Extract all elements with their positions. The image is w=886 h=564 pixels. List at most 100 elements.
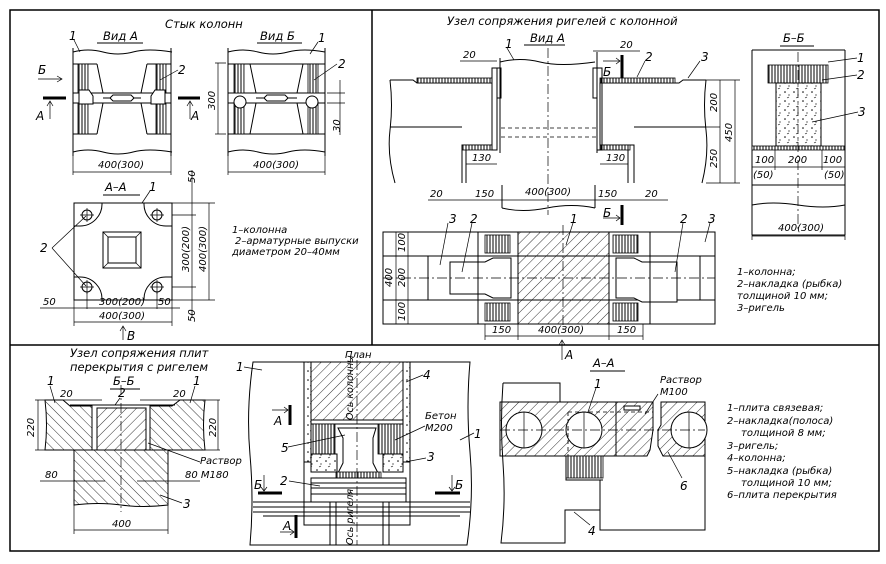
dim-200: 200 (709, 93, 720, 112)
view-a-label: Вид А (103, 29, 138, 43)
legend-item: 1–колонна (232, 225, 287, 236)
section-a-label-bottom: А (282, 519, 291, 533)
legend-item: 5–накладка (рыбка) (727, 465, 832, 477)
dim-200-bb: 200 (788, 155, 807, 166)
slab-joint-title-line1: Узел сопряжения плит (70, 346, 209, 360)
mark-3-left: 3 (449, 212, 457, 226)
dim-20-bottom-left: 20 (430, 189, 443, 200)
section-aa-label: А–А (104, 180, 127, 194)
mortar-grade-aa: М100 (660, 387, 688, 398)
section-bb-label: Б–Б (113, 374, 135, 388)
mark-3-plan: 3 (427, 450, 435, 464)
dim-20-top-right: 20 (620, 40, 633, 51)
mortar-label-aa: Раствор (660, 375, 702, 386)
view-b-label: Вид Б (260, 29, 295, 43)
column-view-b: 1 2 300 30 400(300) (207, 31, 346, 175)
mark-1-left: 1 (47, 374, 55, 388)
legend-item: 2–арматурные выпуски (235, 236, 359, 247)
mark-1-section: 1 (149, 180, 157, 194)
column-joint-title: Стык колонн (165, 17, 243, 31)
view-v-label: В (127, 329, 135, 343)
mark-1-view-b: 1 (318, 31, 326, 45)
dim-width-view-a: 400(300) (98, 160, 144, 171)
column-section-aa: А–А 1 2 50 300(200) 400(300) 50 50 300( (40, 170, 215, 343)
dim-400-300-horizontal: 400(300) (99, 311, 145, 322)
dim-150-right: 150 (598, 189, 617, 200)
dim-300-200-horizontal: 300(200) (99, 297, 145, 308)
beam-joint-panel: Узел сопряжения ригелей с колонной Вид А… (382, 14, 866, 362)
mark-2-right: 2 (680, 212, 688, 226)
dim-150-plan-right: 150 (617, 325, 636, 336)
beam-joint-title: Узел сопряжения ригелей с колонной (447, 14, 678, 28)
arrow-b-label: Б (38, 63, 46, 77)
mark-1-right: 1 (193, 374, 201, 388)
legend-item: 3–ригель (737, 303, 785, 314)
concrete-grade: М200 (425, 423, 453, 434)
section-a-label-top: А (273, 414, 282, 428)
mark-6: 6 (680, 479, 688, 493)
mark-3-right: 3 (708, 212, 716, 226)
dim-220-left: 220 (26, 418, 37, 437)
legend-item: 6–плита перекрытия (727, 490, 837, 501)
section-b-label-bottom: Б (603, 206, 611, 220)
legend-item: 1–колонна; (737, 267, 796, 278)
rebar-outlet-circles (80, 208, 164, 294)
dim-20-top-left: 20 (463, 50, 476, 61)
dim-130-right: 130 (606, 153, 625, 164)
legend-item: диаметром 20–40мм (231, 247, 340, 258)
dim-height-300: 300 (207, 91, 218, 110)
dim-50-bb-right: (50) (824, 170, 845, 181)
mark-3: 3 (701, 50, 709, 64)
section-a-label-left: А (35, 109, 44, 123)
mark-2-left: 2 (470, 212, 478, 226)
beam-section-bb: Б–Б 1 2 3 100 200 100 (50) (50) 400(300) (751, 31, 866, 240)
slab-joint-title-line2: перекрытия с ригелем (70, 360, 208, 374)
legend-item: толщиной 10 мм; (737, 291, 828, 302)
legend-item: 4–колонна; (727, 453, 786, 464)
plan-label: План (345, 350, 372, 361)
slab-joint-legend: 1–плита связевая; 2–накладка(полоса) тол… (727, 403, 837, 501)
mortar-label: Раствор (200, 456, 242, 467)
legend-item: 3–ригель; (727, 441, 778, 452)
mark-2-section: 2 (40, 241, 48, 255)
dim-450: 450 (724, 123, 735, 142)
dim-150-left: 150 (475, 189, 494, 200)
dim-100-bb-right: 100 (823, 155, 842, 166)
dim-400-300-vertical: 400(300) (198, 226, 209, 272)
dim-400-300-plan: 400(300) (538, 325, 584, 336)
mark-3-bb: 3 (858, 105, 866, 119)
beam-axis-label: Ось ригеля (345, 489, 356, 545)
mortar-grade: 80 М180 (185, 470, 229, 481)
section-a-label-right: А (190, 109, 199, 123)
slab-section-aa: А–А 1 Раствор М100 6 4 (499, 356, 708, 544)
dim-150-plan-left: 150 (492, 325, 511, 336)
dim-gap-30: 30 (332, 119, 343, 132)
mark-2: 2 (118, 386, 126, 400)
section-bb-label: Б–Б (783, 31, 805, 45)
dim-200-plan: 200 (397, 268, 408, 287)
dim-20-left: 20 (60, 389, 73, 400)
sheet-frame (9, 9, 880, 552)
view-a-label: Вид А (530, 31, 565, 45)
slab-section-bb: Б–Б 1 1 2 20 20 220 220 80 Раствор 80 М1… (26, 374, 242, 534)
column-joint-legend: 1–колонна 2–арматурные выпуски диаметром… (231, 225, 359, 258)
dim-250: 250 (709, 149, 720, 168)
dim-50-left: 50 (43, 297, 56, 308)
legend-item: толщиной 8 мм; (741, 428, 826, 439)
mark-5: 5 (281, 441, 289, 455)
beam-joint-legend: 1–колонна; 2–накладка (рыбка) толщиной 1… (737, 267, 842, 314)
mark-1-aa: 1 (594, 377, 602, 391)
mark-1-plan-right: 1 (474, 427, 482, 441)
section-aa-label: А–А (592, 356, 615, 370)
mark-2-bb: 2 (857, 68, 865, 82)
dim-50-bb-left: (50) (753, 170, 774, 181)
dim-100-bottom: 100 (397, 302, 408, 321)
slab-joint-panel: Узел сопряжения плит перекрытия с ригеле… (26, 346, 837, 546)
dim-100-top: 100 (397, 233, 408, 252)
beam-plan: 3 2 1 2 3 400 100 200 100 150 400(300) 1… (382, 212, 716, 362)
mark-1-plan: 1 (570, 212, 578, 226)
mark-1: 1 (505, 37, 513, 51)
legend-item: 2–накладка (рыбка) (737, 278, 842, 290)
dim-400: 400 (112, 519, 131, 530)
